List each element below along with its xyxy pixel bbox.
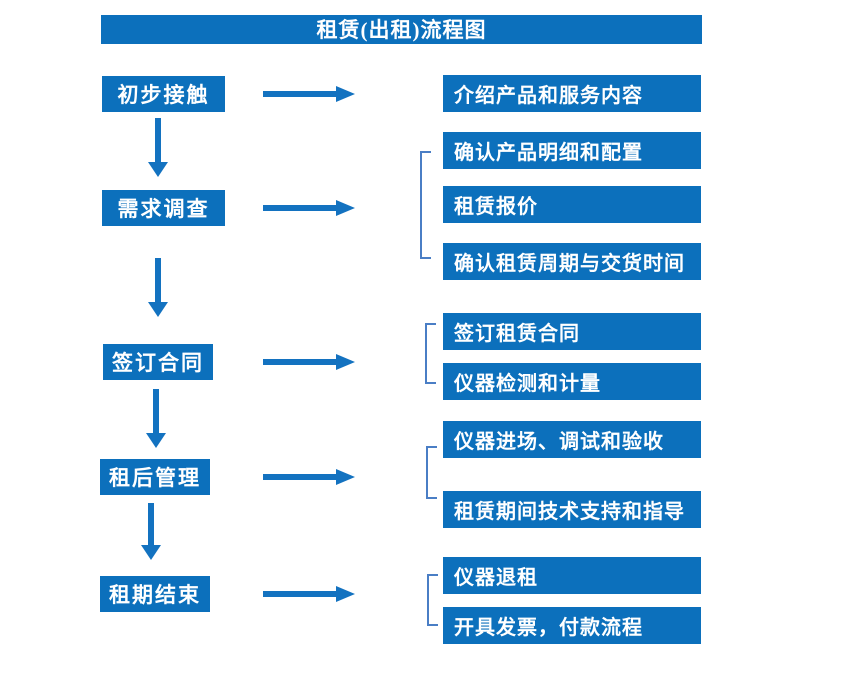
down-arrow-shaft [148,503,154,546]
right-arrow-head [336,200,355,216]
right-arrow-head [336,354,355,370]
down-arrow-icon-1 [148,118,168,177]
down-arrow-icon-2 [148,258,168,317]
step-box-rental-end: 租期结束 [100,576,210,612]
step-box-demand-survey: 需求调查 [102,190,225,226]
right-arrow-shaft [263,205,336,211]
down-arrow-icon-3 [146,389,166,448]
right-arrow-icon-2 [263,200,355,216]
step-box-initial-contact: 初步接触 [102,76,225,112]
diagram-title: 租赁(出租)流程图 [101,15,702,44]
down-arrow-head [148,302,168,317]
detail-box-sign-rental-contract: 签订租赁合同 [443,313,701,350]
right-arrow-icon-3 [263,354,355,370]
right-arrow-head [336,586,355,602]
detail-box-invoice-payment-process: 开具发票，付款流程 [443,607,701,644]
group-bracket-rental-end [427,574,438,626]
down-arrow-head [141,545,161,560]
down-arrow-icon-4 [141,503,161,560]
down-arrow-shaft [153,389,159,434]
right-arrow-shaft [263,359,336,365]
right-arrow-head [336,86,355,102]
group-bracket-sign-contract [425,323,436,384]
down-arrow-head [148,162,168,177]
detail-box-instrument-arrival-debug-acceptance: 仪器进场、调试和验收 [443,421,701,458]
down-arrow-head [146,433,166,448]
right-arrow-icon-1 [263,86,355,102]
down-arrow-shaft [155,258,161,303]
right-arrow-shaft [263,474,336,480]
detail-box-instrument-inspection-calibration: 仪器检测和计量 [443,363,701,400]
right-arrow-icon-4 [263,469,355,485]
detail-box-rental-quote: 租赁报价 [443,186,701,223]
right-arrow-shaft [263,91,336,97]
right-arrow-head [336,469,355,485]
group-bracket-post-rental [426,446,437,499]
right-arrow-icon-5 [263,586,355,602]
group-bracket-demand-survey [420,151,431,259]
detail-box-confirm-product-details-config: 确认产品明细和配置 [443,132,701,169]
down-arrow-shaft [155,118,161,163]
step-box-post-rental-management: 租后管理 [100,459,210,495]
step-box-sign-contract: 签订合同 [103,344,213,380]
right-arrow-shaft [263,591,336,597]
detail-box-introduce-products-services: 介绍产品和服务内容 [443,75,701,112]
detail-box-instrument-return: 仪器退租 [443,557,701,594]
detail-box-technical-support-during-rental: 租赁期间技术支持和指导 [443,491,701,528]
detail-box-confirm-rental-period-delivery: 确认租赁周期与交货时间 [443,243,701,280]
